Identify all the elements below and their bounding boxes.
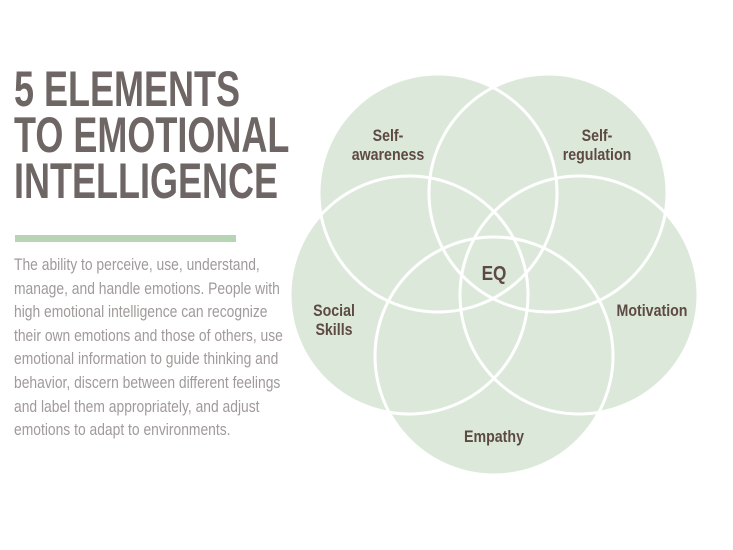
description-text: The ability to perceive, use, understand… [14,256,283,440]
circle-social-skills [288,174,530,416]
circle-outlines [288,72,700,477]
label-line: Self- [581,127,613,145]
label-line: awareness [351,146,425,164]
accent-divider [15,235,236,242]
label-line: Skills [315,321,353,339]
title-line-3: INTELLIGENCE [14,153,279,209]
label-line: Empathy [464,428,524,446]
circle-fills [290,74,698,475]
label-self-regulation: Self- regulation [563,127,632,165]
circle-empathy-fill [375,237,613,475]
label-line: Social [313,302,355,320]
label-empathy: Empathy [464,428,524,447]
label-line: Motivation [616,302,688,320]
title-line-1: 5 ELEMENTS [14,61,241,117]
label-eq-center: EQ [481,263,507,285]
label-line: Self- [372,127,404,145]
label-motivation: Motivation [617,302,688,321]
title-line-2: TO EMOTIONAL [14,107,290,163]
page-title: 5 ELEMENTS TO EMOTIONAL INTELLIGENCE [14,61,290,209]
circle-empathy [373,235,615,477]
circle-self-regulation [427,72,669,314]
circle-self-awareness [317,72,559,314]
label-self-awareness: Self- awareness [352,127,425,165]
label-line: regulation [562,146,632,164]
label-social-skills: Social Skills [313,302,355,340]
circle-motivation [458,174,700,416]
